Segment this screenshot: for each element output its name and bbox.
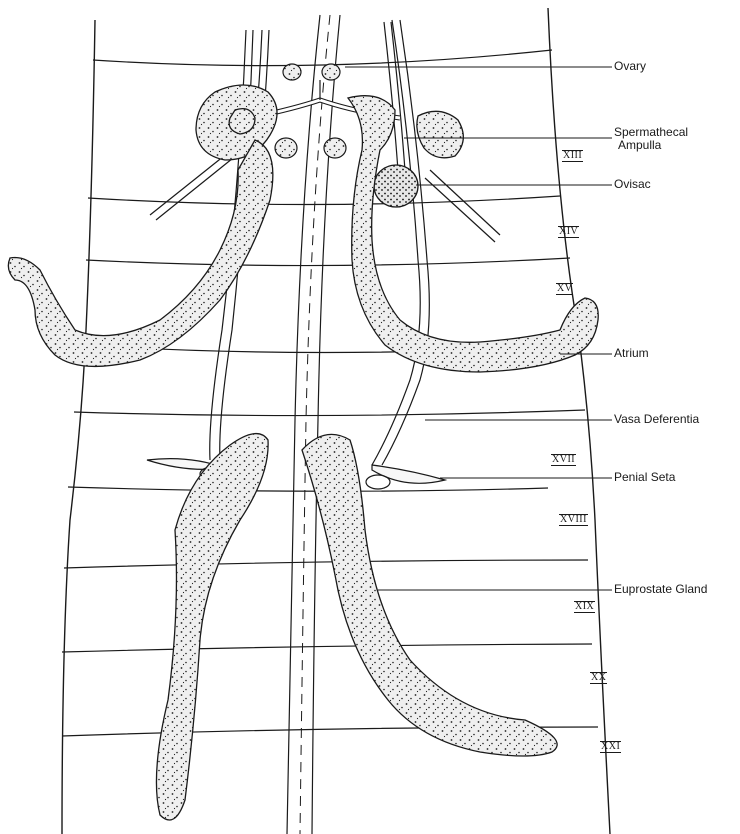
segment-label-xx: XX	[590, 672, 607, 684]
atria	[8, 96, 598, 372]
spermathecal-ampulla-label: Spermathecal Ampulla	[614, 126, 688, 152]
atrium-label: Atrium	[614, 347, 649, 360]
body-outline-left	[62, 20, 95, 834]
body-outline-right	[548, 8, 610, 834]
vasa-deferentia-label: Vasa Deferentia	[614, 413, 699, 426]
penial-setae	[147, 459, 445, 489]
segment-label-xv: XV	[556, 283, 573, 295]
euprostate-gland-label: Euprostate Gland	[614, 583, 707, 596]
body-wall	[62, 8, 610, 834]
segment-label-xiv: XIV	[558, 226, 579, 238]
segment-label-xxi: XXI	[600, 741, 621, 753]
ovisac	[374, 165, 418, 207]
ovisac-label: Ovisac	[614, 178, 651, 191]
ovary-label: Ovary	[614, 60, 646, 73]
segment-label-xix: XIX	[574, 601, 595, 613]
segment-label-xiii: XIII	[562, 150, 583, 162]
segment-label-xviii: XVIII	[559, 514, 588, 526]
euprostate-glands	[156, 434, 557, 820]
vasa-deferentia	[150, 20, 500, 465]
penial-seta-label: Penial Seta	[614, 471, 675, 484]
segment-label-xvii: XVII	[551, 454, 576, 466]
